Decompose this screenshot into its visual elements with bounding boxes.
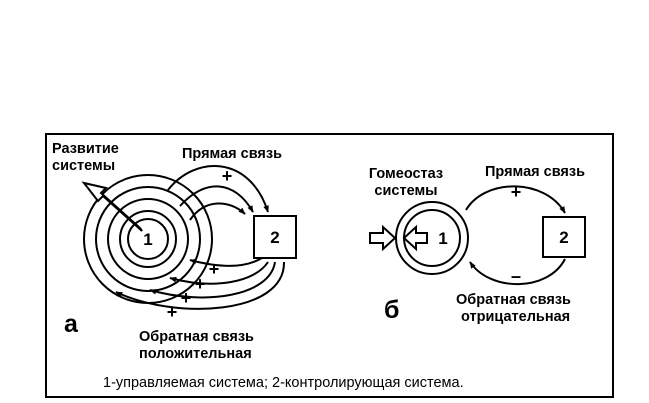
forward-arc	[167, 165, 269, 213]
feedback-arc	[115, 261, 286, 310]
feedback-label-a: положительная	[139, 346, 252, 362]
panel-a-letter: а	[64, 310, 79, 338]
feedback-arc	[169, 261, 269, 285]
feedback-label-b: Обратная связь	[456, 292, 571, 308]
panel-b-letter: б	[384, 296, 399, 324]
feedback-arc-b	[469, 258, 566, 286]
homeostasis-label: Гомеостаз	[369, 166, 443, 182]
feedback-sign-a: +	[167, 302, 178, 322]
panel-a: 1 2 + + + + + Развитие системы Прямая св…	[52, 141, 297, 362]
feedback-sign-b: –	[511, 266, 521, 286]
forward-arc	[189, 202, 246, 221]
concentric-ring	[95, 186, 201, 292]
feedback-sign-a: +	[181, 288, 192, 308]
development-label: Развитие	[52, 141, 119, 157]
input-arrow	[369, 224, 397, 252]
node-2-label-a: 2	[270, 228, 279, 247]
node-2-box-a	[253, 215, 297, 259]
feedback-arc	[189, 257, 263, 267]
panel-b: 1 2 + – Гомеостаз системы Прямая связь О…	[369, 164, 586, 325]
forward-arc-b	[465, 185, 566, 214]
inner-arrow	[402, 224, 428, 252]
concentric-ring	[119, 210, 177, 268]
development-arrow	[81, 181, 143, 232]
forward-sign-a: +	[222, 166, 233, 186]
forward-arc	[179, 185, 254, 213]
node-2-label-b: 2	[559, 228, 568, 247]
concentric-ring	[107, 198, 189, 280]
diagram-caption: 1-управляемая система; 2-контролирующая …	[103, 375, 464, 391]
development-label: системы	[52, 158, 115, 174]
feedback-sign-a: +	[195, 274, 206, 294]
forward-link-label-a: Прямая связь	[182, 146, 282, 162]
homeostasis-label: системы	[374, 183, 437, 199]
feedback-label-b: отрицательная	[461, 309, 570, 325]
diagram-frame	[45, 133, 614, 398]
forward-link-label-b: Прямая связь	[485, 164, 585, 180]
feedback-label-a: Обратная связь	[139, 329, 254, 345]
feedback-sign-a: +	[209, 259, 220, 279]
node-1-label-a: 1	[143, 230, 152, 249]
concentric-ring	[127, 218, 169, 260]
feedback-arc	[149, 261, 276, 299]
node-2-box-b	[542, 216, 586, 258]
forward-sign-b: +	[511, 182, 522, 202]
node-1-label-b: 1	[438, 229, 447, 248]
